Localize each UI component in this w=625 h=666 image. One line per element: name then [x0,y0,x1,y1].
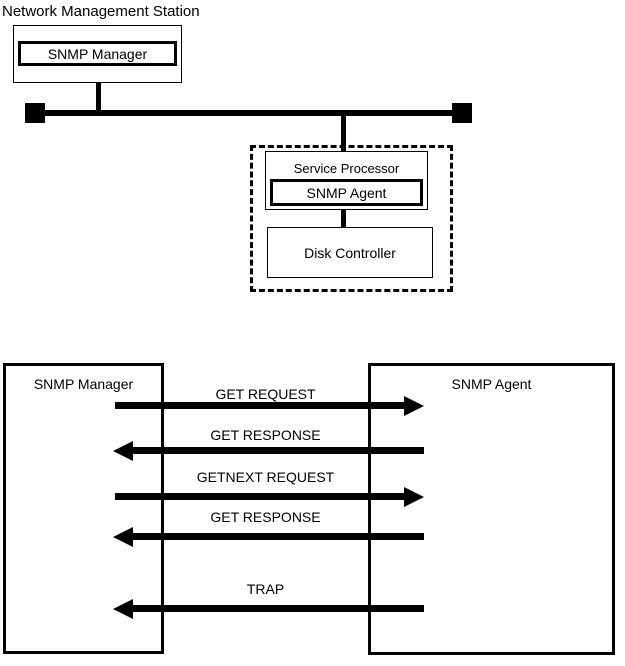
arrowhead-right-icon [404,487,424,507]
arrow-shaft-get-response-1 [133,447,424,454]
agent-disk-connector-line [341,209,346,228]
service-processor-label: Service Processor [293,161,400,176]
arrow-shaft-get-request [115,402,406,409]
snmp-manager-label: SNMP Manager [47,45,148,62]
arrowhead-left-icon [113,441,133,461]
arrow-shaft-trap [133,605,424,612]
sequence-snmp-agent-box: SNMP Agent [368,363,615,655]
snmp-agent-label: SNMP Agent [306,184,387,201]
snmp-manager-box: SNMP Manager [18,41,177,66]
message-label-getnext-request: GETNEXT REQUEST [196,469,335,485]
network-management-station-label: Network Management Station [2,3,200,20]
message-label-get-response-1: GET RESPONSE [210,427,321,443]
network-bus-line [35,110,462,116]
agent-bus-connector-line [341,116,346,152]
sequence-snmp-manager-box: SNMP Manager [3,363,164,654]
message-label-trap: TRAP [246,581,285,597]
disk-controller-box: Disk Controller [267,227,433,278]
disk-controller-label: Disk Controller [304,244,396,261]
arrowhead-left-icon [113,527,133,547]
message-label-get-request: GET REQUEST [215,386,316,402]
sequence-snmp-manager-label: SNMP Manager [33,376,134,392]
manager-bus-connector-line [96,82,101,111]
snmp-agent-box: SNMP Agent [270,179,423,206]
bus-terminator-left [25,103,45,123]
service-processor-box: Service Processor [265,151,428,210]
arrowhead-left-icon [113,599,133,619]
arrow-shaft-get-response-2 [133,533,424,540]
bus-terminator-right [452,103,472,123]
arrowhead-right-icon [404,396,424,416]
managed-device-dashed-box [250,145,453,292]
message-label-get-response-2: GET RESPONSE [210,509,321,525]
arrow-shaft-getnext-request [115,493,406,500]
sequence-snmp-agent-label: SNMP Agent [451,376,532,392]
